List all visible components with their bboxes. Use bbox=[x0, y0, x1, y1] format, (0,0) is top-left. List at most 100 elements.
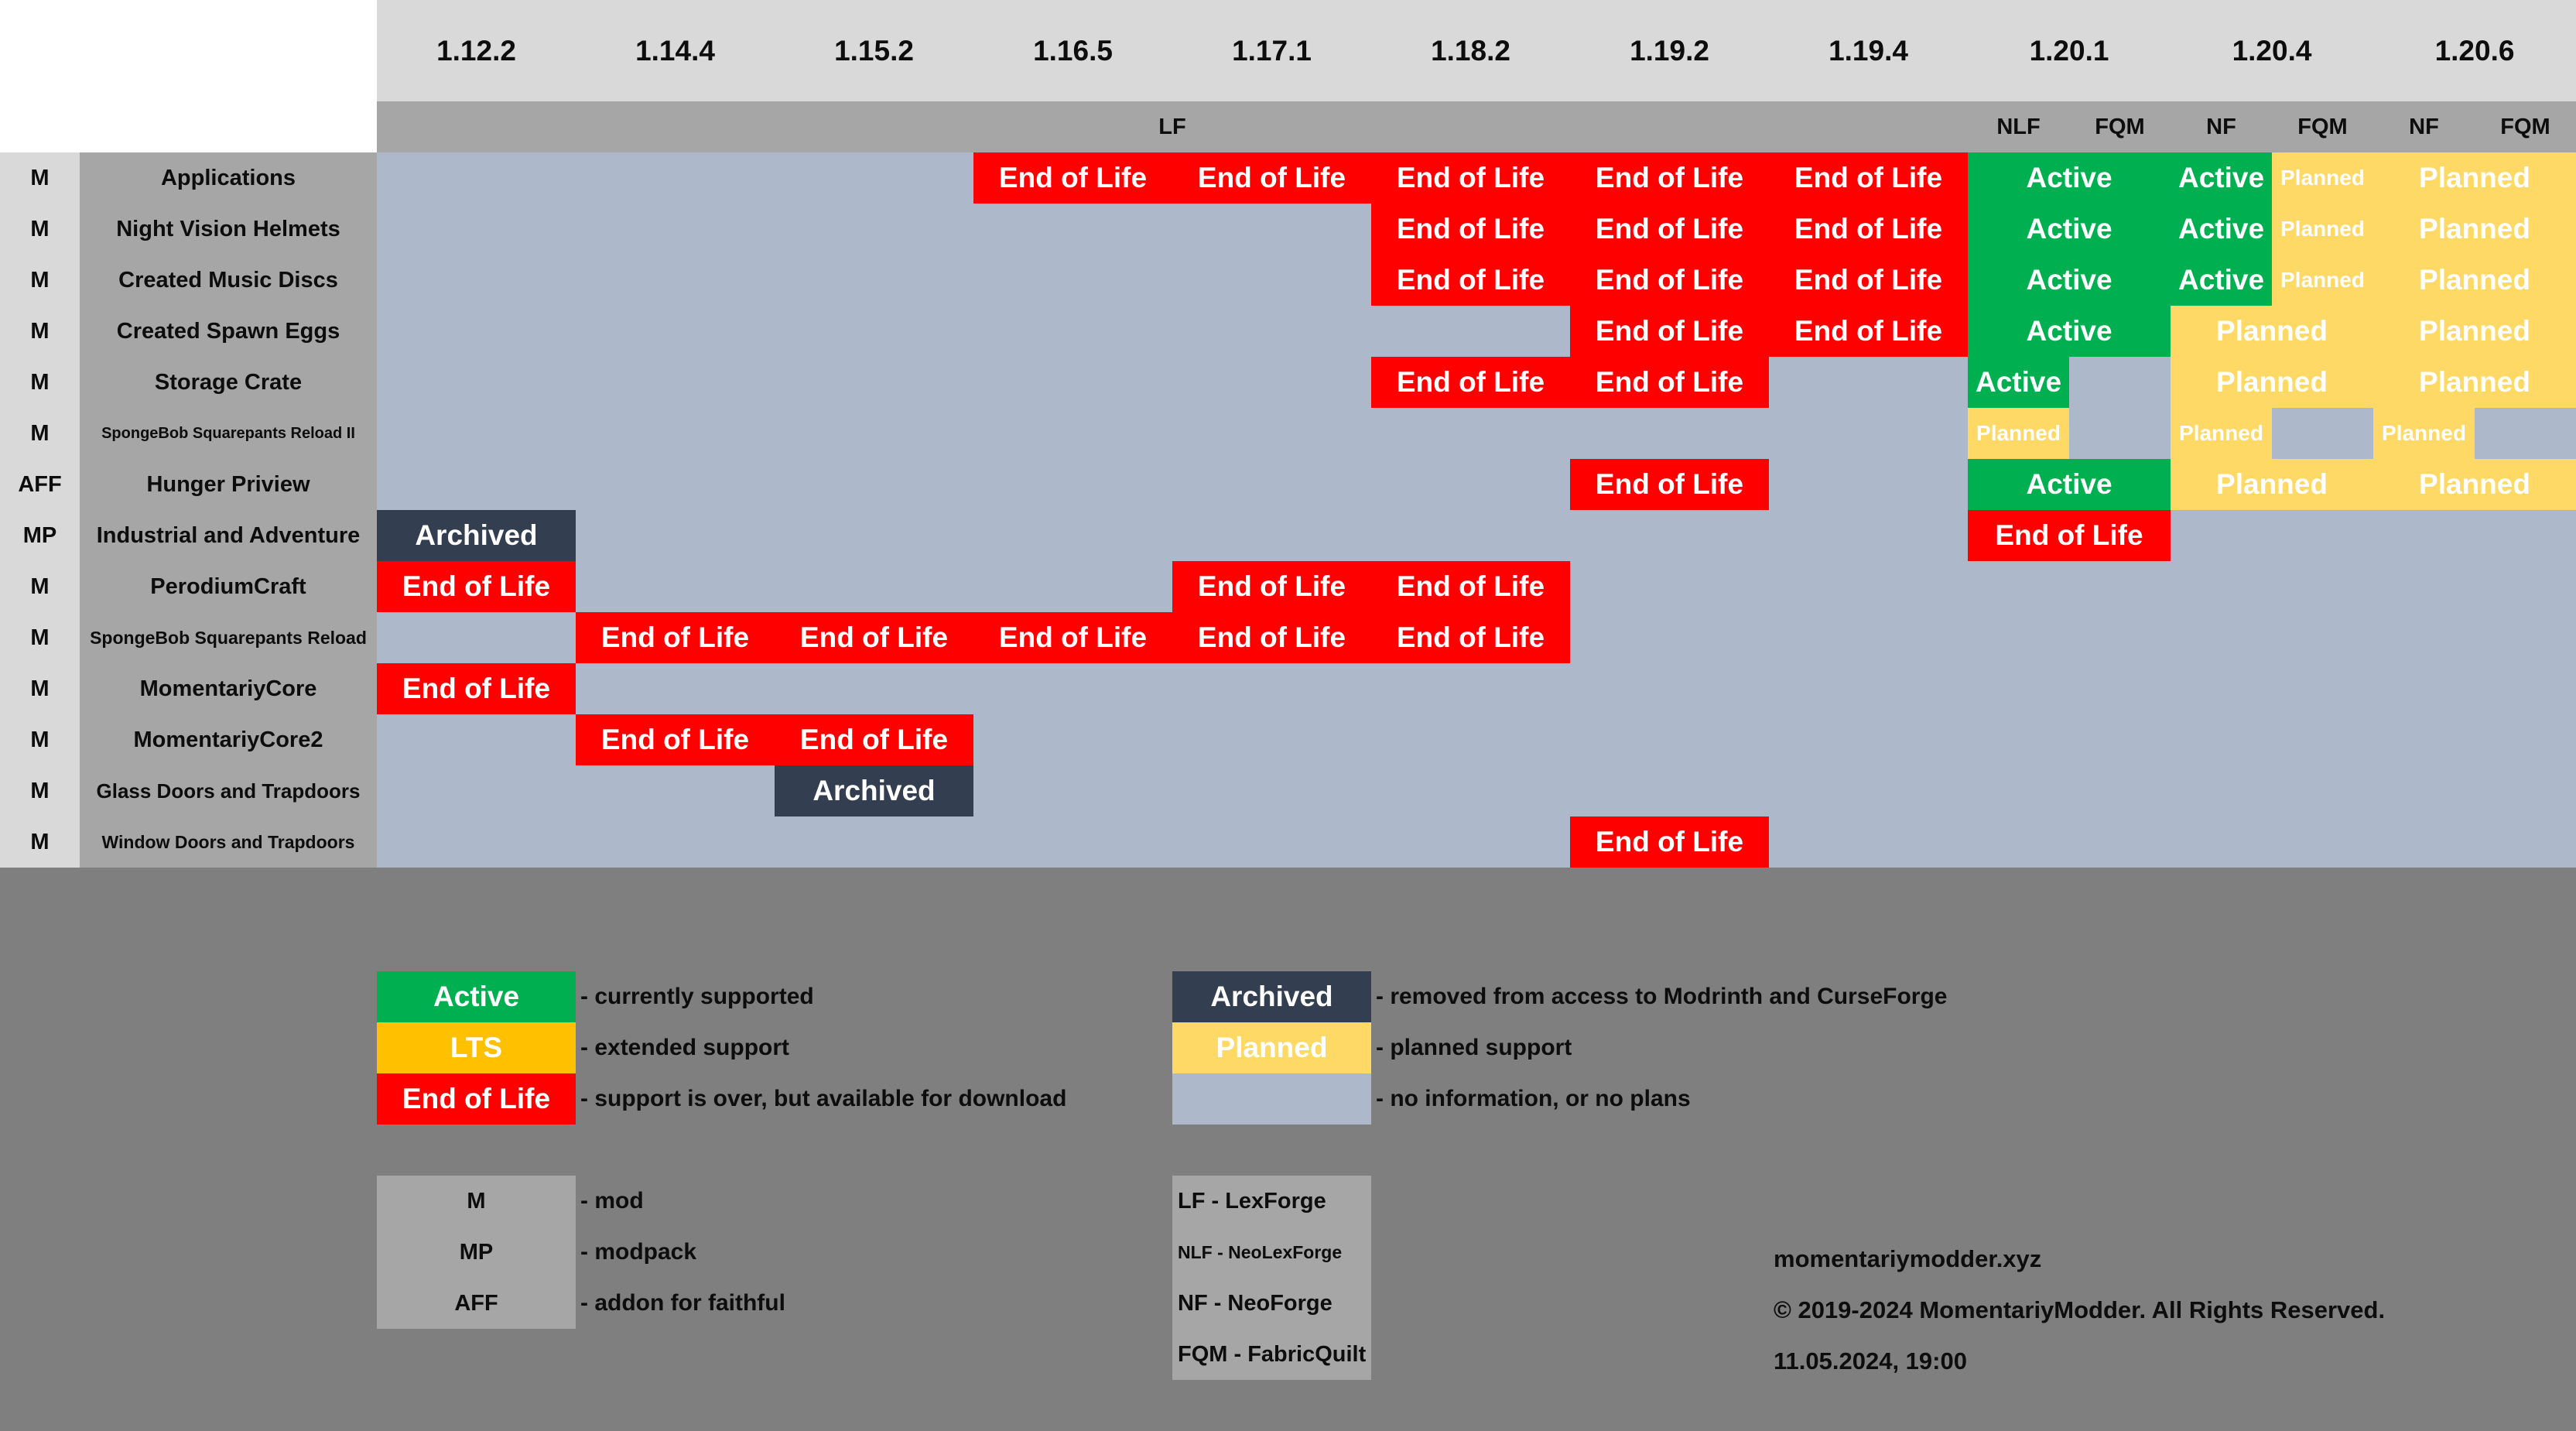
status-cell-eol: End of Life bbox=[1371, 152, 1570, 204]
status-cell-active: Active bbox=[1968, 204, 2171, 255]
status-cell-active: Active bbox=[2171, 204, 2272, 255]
status-cell-eol: End of Life bbox=[973, 612, 1172, 663]
legend-eol-swatch: End of Life bbox=[377, 1073, 576, 1125]
legend-lts-swatch: LTS bbox=[377, 1022, 576, 1073]
status-cell-eol: End of Life bbox=[377, 561, 576, 612]
legend-loader-item: NLF - NeoLexForge bbox=[1178, 1241, 1343, 1262]
status-cell-eol: End of Life bbox=[1172, 612, 1371, 663]
status-cell-active: Active bbox=[1968, 255, 2171, 306]
legend-noinfo-swatch bbox=[1172, 1073, 1371, 1125]
row-name: Industrial and Adventure bbox=[96, 522, 361, 548]
legend-eol-desc: - support is over, but available for dow… bbox=[580, 1086, 1067, 1111]
status-cell-planned: Planned bbox=[2272, 152, 2373, 204]
row-type: M bbox=[30, 573, 50, 599]
loader-label: NLF bbox=[1996, 114, 2041, 139]
legend-lts-desc: - extended support bbox=[580, 1035, 790, 1060]
status-cell-eol: End of Life bbox=[1172, 152, 1371, 204]
loader-label: NF bbox=[2206, 114, 2236, 139]
loader-label: NF bbox=[2409, 114, 2439, 139]
status-cell-planned: Planned bbox=[2373, 255, 2576, 306]
status-cell-eol: End of Life bbox=[1570, 816, 1769, 868]
status-cell-eol: End of Life bbox=[576, 612, 775, 663]
status-cell-planned: Planned bbox=[2373, 408, 2475, 459]
row-name: Storage Crate bbox=[154, 369, 303, 395]
status-cell-eol: End of Life bbox=[1570, 459, 1769, 510]
status-cell-eol: End of Life bbox=[775, 612, 973, 663]
status-cell-eol: End of Life bbox=[1769, 255, 1968, 306]
loader-label: FQM bbox=[2095, 114, 2145, 139]
status-cell-eol: End of Life bbox=[1371, 357, 1570, 408]
row-name: MomentariyCore bbox=[139, 676, 317, 701]
row-type: M bbox=[30, 267, 50, 293]
status-cell-eol: End of Life bbox=[1968, 510, 2171, 561]
row-name: MomentariyCore2 bbox=[133, 727, 323, 752]
status-cell-eol: End of Life bbox=[1570, 152, 1769, 204]
row-type: M bbox=[30, 625, 50, 650]
row-type: M bbox=[30, 318, 50, 344]
status-cell-planned: Planned bbox=[2373, 204, 2576, 255]
status-cell-active: Active bbox=[2171, 255, 2272, 306]
footer-date: 11.05.2024, 19:00 bbox=[1774, 1347, 1967, 1375]
legend-active-desc: - currently supported bbox=[580, 984, 814, 1009]
status-cell-planned: Planned bbox=[2373, 152, 2576, 204]
status-cell-eol: End of Life bbox=[1570, 357, 1769, 408]
loader-header-bar bbox=[377, 101, 2576, 152]
version-header: 1.16.5 bbox=[1033, 34, 1113, 67]
status-cell-eol: End of Life bbox=[1172, 561, 1371, 612]
row-type: M bbox=[30, 369, 50, 395]
status-cell-active: Active bbox=[1968, 459, 2171, 510]
status-cell-archived: Archived bbox=[377, 510, 576, 561]
row-name: SpongeBob Squarepants Reload II bbox=[101, 424, 355, 442]
legend-type-desc: - addon for faithful bbox=[580, 1290, 785, 1316]
row-name: Hunger Priview bbox=[146, 471, 310, 497]
footer-site: momentariymodder.xyz bbox=[1774, 1245, 2042, 1272]
legend-loader-item: NF - NeoForge bbox=[1178, 1290, 1332, 1316]
status-cell-active: Active bbox=[2171, 152, 2272, 204]
version-header: 1.20.6 bbox=[2434, 34, 2515, 67]
status-cell-eol: End of Life bbox=[1570, 255, 1769, 306]
row-type: M bbox=[30, 420, 50, 446]
legend-planned-swatch: Planned bbox=[1172, 1022, 1371, 1073]
version-header: 1.19.4 bbox=[1829, 34, 1908, 67]
status-cell-planned: Planned bbox=[2373, 357, 2576, 408]
status-cell-planned: Planned bbox=[2171, 357, 2373, 408]
legend-type-desc: - mod bbox=[580, 1188, 644, 1214]
legend-type-label: M bbox=[467, 1188, 486, 1214]
status-cell-eol: End of Life bbox=[1769, 306, 1968, 357]
loader-label: FQM bbox=[2297, 114, 2348, 139]
status-cell-eol: End of Life bbox=[973, 152, 1172, 204]
row-type: M bbox=[30, 727, 50, 752]
row-type: AFF bbox=[18, 471, 62, 497]
status-cell-eol: End of Life bbox=[1769, 204, 1968, 255]
loader-lf-label: LF bbox=[1158, 114, 1186, 139]
status-cell-archived: Archived bbox=[775, 765, 973, 816]
legend-type-label: AFF bbox=[454, 1290, 498, 1316]
version-header: 1.15.2 bbox=[834, 34, 914, 67]
legend-noinfo-desc: - no information, or no plans bbox=[1376, 1086, 1691, 1111]
status-cell-planned: Planned bbox=[2272, 255, 2373, 306]
version-header: 1.18.2 bbox=[1431, 34, 1510, 67]
status-cell-active: Active bbox=[1968, 152, 2171, 204]
row-type: MP bbox=[22, 522, 57, 548]
legend-loader-item: LF - LexForge bbox=[1178, 1188, 1326, 1214]
version-header: 1.14.4 bbox=[635, 34, 715, 67]
row-type: M bbox=[30, 216, 50, 241]
type-column bbox=[0, 152, 80, 868]
version-header: 1.12.2 bbox=[436, 34, 516, 67]
legend-loader-item: FQM - FabricQuilt bbox=[1178, 1341, 1367, 1367]
status-cell-eol: End of Life bbox=[1769, 152, 1968, 204]
status-cell-eol: End of Life bbox=[1570, 204, 1769, 255]
name-column bbox=[80, 152, 377, 868]
status-cell-planned: Planned bbox=[2171, 408, 2272, 459]
status-cell-active: Active bbox=[1968, 357, 2069, 408]
version-header: 1.20.4 bbox=[2232, 34, 2312, 67]
version-header: 1.20.1 bbox=[2029, 34, 2109, 67]
row-name: PerodiumCraft bbox=[150, 573, 306, 599]
status-cell-planned: Planned bbox=[2373, 306, 2576, 357]
legend-archived-desc: - removed from access to Modrinth and Cu… bbox=[1376, 984, 1948, 1009]
status-cell-planned: Planned bbox=[2373, 459, 2576, 510]
status-cell-planned: Planned bbox=[1968, 408, 2069, 459]
legend-type-desc: - modpack bbox=[580, 1239, 697, 1265]
row-name: SpongeBob Squarepants Reload bbox=[90, 627, 367, 648]
legend-types-box bbox=[377, 1176, 576, 1329]
